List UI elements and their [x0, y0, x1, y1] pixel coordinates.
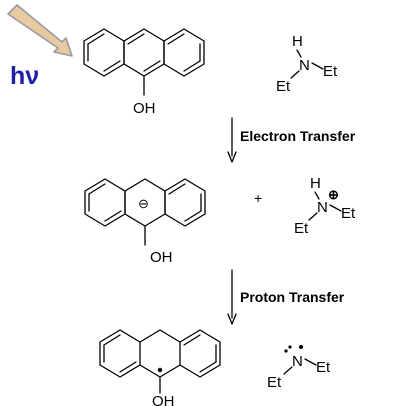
anion-charge-icon: ⊖ — [138, 196, 149, 211]
amine-et-right-label: Et — [323, 63, 338, 80]
cation-et-right-label: Et — [341, 205, 356, 222]
plus-sign: + — [254, 190, 262, 206]
electron-transfer-label: Electron Transfer — [240, 128, 356, 144]
amine-et-left-label: Et — [276, 78, 291, 95]
radical-dots-icon — [284, 345, 303, 353]
cation-n-label: N — [317, 199, 328, 216]
aminyl-radical-structure: N Et Et — [267, 345, 331, 391]
triethylamine-structure: H N Et Et — [276, 33, 338, 95]
aminyl-et-left-label: Et — [267, 374, 282, 391]
hv-label: hν — [10, 62, 39, 90]
amine-cation-structure: H N ⊕ Et Et — [294, 175, 356, 237]
cation-h-label: H — [310, 175, 321, 192]
light-arrow-icon — [7, 4, 73, 57]
aminyl-n-label: N — [292, 353, 303, 370]
cation-et-left-label: Et — [294, 220, 309, 237]
anthracenolate-structure — [84, 178, 206, 246]
anthrol-radical-structure — [99, 329, 221, 394]
cation-charge-icon: ⊕ — [328, 187, 339, 202]
proton-transfer-arrow-icon — [227, 269, 237, 325]
amine-h-label: H — [292, 33, 303, 50]
electron-transfer-arrow-icon — [227, 117, 237, 163]
anthracenol-oh-label: OH — [133, 100, 156, 117]
aminyl-et-right-label: Et — [316, 359, 331, 376]
amine-n-label: N — [299, 57, 310, 74]
radical-oh-label: OH — [152, 393, 175, 406]
proton-transfer-label: Proton Transfer — [240, 289, 345, 305]
anthracenol-structure — [83, 28, 205, 96]
anion-oh-label: OH — [150, 249, 173, 266]
